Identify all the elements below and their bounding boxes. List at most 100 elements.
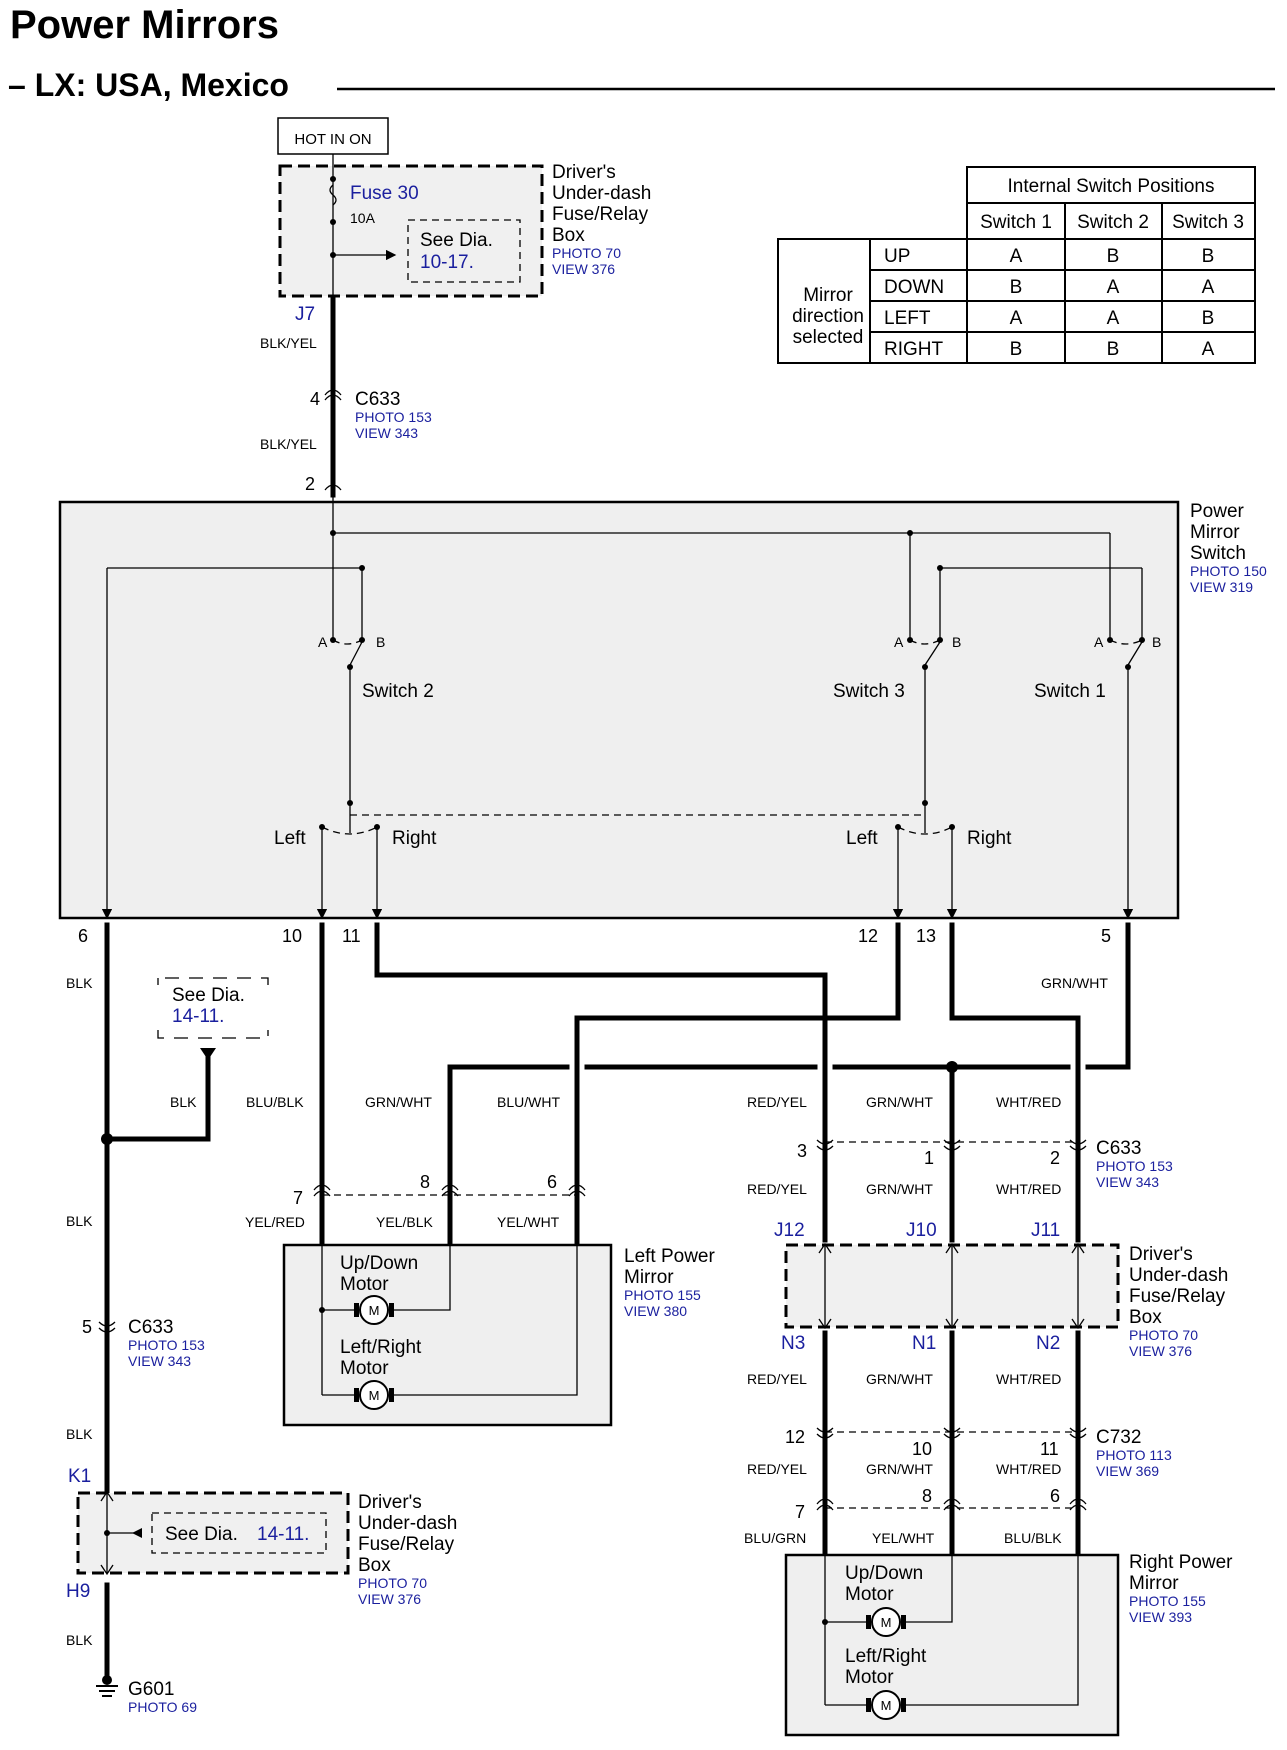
terminal-j7: J7 [295, 304, 315, 325]
see-dia-ground-box: See Dia. 14-11. [157, 977, 269, 1039]
fuse-box-bottom-name-4: Box [358, 1555, 391, 1576]
fuse-box-right-view[interactable]: VIEW 376 [1129, 1343, 1192, 1359]
wire-label-wht-red-4: WHT/RED [996, 1461, 1061, 1477]
wire-label-red-yel-4: RED/YEL [747, 1461, 807, 1477]
right-mirror-view[interactable]: VIEW 393 [1129, 1609, 1192, 1625]
see-dia-link-10-17[interactable]: 10-17. [420, 252, 474, 273]
wire-network [101, 922, 1131, 1683]
wire-label-yel-wht-2: YEL/WHT [872, 1530, 935, 1546]
right-leftright-label-1: Left/Right [845, 1646, 927, 1667]
c633-ground-label: C633 [128, 1317, 173, 1338]
wire-label-yel-wht: YEL/WHT [497, 1214, 560, 1230]
pin-2: 2 [305, 474, 315, 494]
see-dia-link-14-11-b[interactable]: 14-11. [257, 1524, 309, 1545]
wire-label-red-yel-3: RED/YEL [747, 1371, 807, 1387]
table-col-switch-2: Switch 2 [1077, 212, 1149, 233]
fuse-symbol [329, 184, 337, 206]
sw2-left-label: Left [274, 828, 306, 849]
right-mirror-pin-8: 8 [922, 1486, 932, 1506]
right-mirror-pin-6: 6 [1050, 1486, 1060, 1506]
terminal-h9: H9 [66, 1581, 90, 1602]
fuse-box-bottom-name-1: Driver's [358, 1492, 422, 1513]
pin-13: 13 [916, 926, 936, 946]
left-updown-label-1: Up/Down [340, 1253, 418, 1274]
right-pin-1: 1 [924, 1148, 934, 1168]
fuse-box-right-photo[interactable]: PHOTO 70 [1129, 1327, 1198, 1343]
power-mirror-switch-box [58, 500, 1180, 920]
sw3-contact-b: B [952, 634, 961, 650]
right-updown-motor-icon: M [881, 1615, 892, 1630]
terminal-n3: N3 [781, 1333, 805, 1354]
pin-12: 12 [858, 926, 878, 946]
ground-photo[interactable]: PHOTO 69 [128, 1699, 197, 1715]
pms-name-2: Mirror [1190, 522, 1240, 543]
table-col-switch-1: Switch 1 [980, 212, 1052, 233]
sw3-contact-a: A [894, 634, 904, 650]
left-mirror-view[interactable]: VIEW 380 [624, 1303, 687, 1319]
see-dia-ground-text: See Dia. [172, 985, 245, 1006]
terminal-n1: N1 [912, 1333, 936, 1354]
wire-label-grn-wht-2: GRN/WHT [866, 1094, 933, 1110]
table-cell: A [1010, 308, 1023, 329]
switch-2-label: Switch 2 [362, 681, 434, 702]
right-leftright-motor-icon: M [881, 1698, 892, 1713]
wire-label-blu-blk: BLU/BLK [246, 1094, 304, 1110]
fuse-box-top-name-2: Under-dash [552, 183, 651, 204]
sw1-contact-b: B [1152, 634, 1161, 650]
sw3-right-label: Right [967, 828, 1012, 849]
see-dia-link-14-11-a[interactable]: 14-11. [172, 1006, 224, 1027]
fuse-box-bottom-name-2: Under-dash [358, 1513, 457, 1534]
left-pin-6: 6 [547, 1172, 557, 1192]
c633-right-photo[interactable]: PHOTO 153 [1096, 1158, 1173, 1174]
ground-g601-label: G601 [128, 1679, 174, 1700]
fuse-box-top-photo[interactable]: PHOTO 70 [552, 245, 621, 261]
c732-pin-10: 10 [912, 1439, 932, 1459]
wire-label-blk-yel-1: BLK/YEL [260, 335, 317, 351]
c633-ground-photo[interactable]: PHOTO 153 [128, 1337, 205, 1353]
sw3-left-label: Left [846, 828, 878, 849]
left-leftright-motor-icon: M [369, 1388, 380, 1403]
table-cell: B [1202, 308, 1215, 329]
right-updown-label-1: Up/Down [845, 1563, 923, 1584]
left-updown-motor-icon: M [369, 1303, 380, 1318]
terminal-j10: J10 [906, 1220, 937, 1241]
wire-label-grn-wht-4: GRN/WHT [866, 1181, 933, 1197]
wire-label-grn-wht-5: GRN/WHT [866, 1371, 933, 1387]
left-power-mirror-box [282, 1243, 613, 1427]
wire-label-red-yel-1: RED/YEL [747, 1094, 807, 1110]
pms-view[interactable]: VIEW 319 [1190, 579, 1253, 595]
c633-ground-view[interactable]: VIEW 343 [128, 1353, 191, 1369]
fuse-box-top-view[interactable]: VIEW 376 [552, 261, 615, 277]
c633-ground-arrows [98, 1321, 116, 1333]
table-cell: B [1010, 277, 1023, 298]
right-mirror-photo[interactable]: PHOTO 155 [1129, 1593, 1206, 1609]
fuse-box-bottom-photo[interactable]: PHOTO 70 [358, 1575, 427, 1591]
c732-arrows [816, 1427, 1087, 1439]
table-cell: B [1010, 339, 1023, 360]
power-mirror-switch-internals [101, 495, 1145, 920]
c633-right-view[interactable]: VIEW 343 [1096, 1174, 1159, 1190]
table-row-header-3: selected [793, 327, 864, 348]
pin-6: 6 [78, 926, 88, 946]
fuse-box-bottom-view[interactable]: VIEW 376 [358, 1591, 421, 1607]
table-row-direction: LEFT [884, 308, 931, 329]
c633-top-view[interactable]: VIEW 343 [355, 425, 418, 441]
c633-top-photo[interactable]: PHOTO 153 [355, 409, 432, 425]
c732-photo[interactable]: PHOTO 113 [1096, 1447, 1172, 1463]
wire-label-blk-2: BLK [170, 1094, 197, 1110]
c633-top-label: C633 [355, 389, 400, 410]
c732-view[interactable]: VIEW 369 [1096, 1463, 1159, 1479]
right-mirror-name-1: Right Power [1129, 1552, 1233, 1573]
ground-icon [96, 1675, 118, 1697]
wire-label-wht-red-2: WHT/RED [996, 1181, 1061, 1197]
table-cell: B [1107, 246, 1120, 267]
switch-1-label: Switch 1 [1034, 681, 1106, 702]
fuse-box-top-name-4: Box [552, 225, 585, 246]
right-mirror-pin-7: 7 [795, 1502, 805, 1522]
wire-label-grn-wht-1: GRN/WHT [365, 1094, 432, 1110]
pms-photo[interactable]: PHOTO 150 [1190, 563, 1267, 579]
wire-label-blk-5: BLK [66, 1632, 93, 1648]
table-row-header-1: Mirror [803, 285, 853, 306]
left-mirror-photo[interactable]: PHOTO 155 [624, 1287, 701, 1303]
